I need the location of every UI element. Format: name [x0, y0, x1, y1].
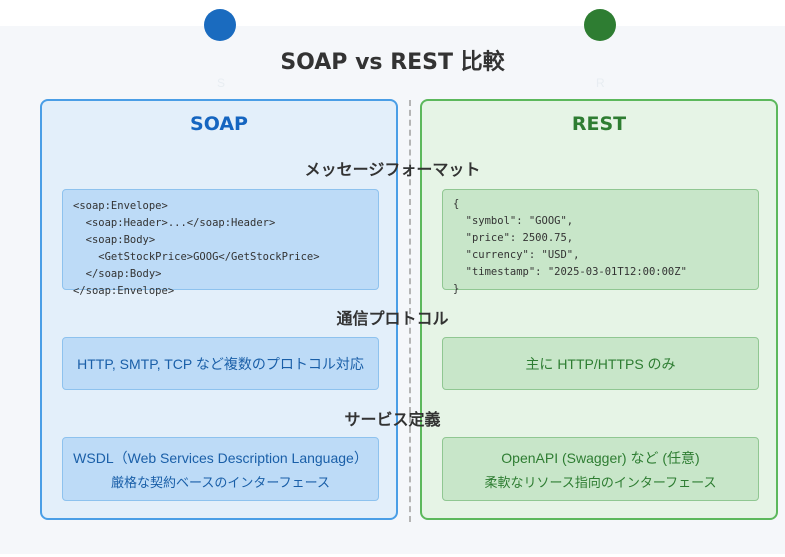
soap-circle-icon: [204, 9, 236, 41]
soap-service-main-text: WSDL（Web Services Description Language）: [73, 449, 368, 466]
soap-message-format-box: <soap:Envelope> <soap:Header>...</soap:H…: [62, 189, 379, 297]
soap-service-sub-text: 厳格な契約ベースのインターフェース: [111, 474, 330, 490]
soap-faint-letter: S: [217, 76, 226, 90]
rest-protocol-text: 主に HTTP/HTTPS のみ: [525, 355, 676, 372]
soap-protocol-text: HTTP, SMTP, TCP など複数のプロトコル対応: [77, 355, 364, 372]
section-label-service-definition: サービス定義: [344, 410, 441, 429]
section-label-message-format: メッセージフォーマット: [304, 160, 481, 179]
rest-message-format-box: { "symbol": "GOOG", "price": 2500.75, "c…: [442, 189, 759, 295]
rest-circle-icon: [584, 9, 616, 41]
rest-service-definition-box: OpenAPI (Swagger) など (任意) 柔軟なリソース指向のインター…: [442, 437, 759, 501]
soap-service-definition-box: WSDL（Web Services Description Language） …: [62, 437, 379, 501]
rest-json-code: { "symbol": "GOOG", "price": 2500.75, "c…: [453, 198, 687, 295]
rest-service-sub-text: 柔軟なリソース指向のインターフェース: [484, 474, 717, 490]
soap-protocol-box: HTTP, SMTP, TCP など複数のプロトコル対応: [62, 337, 379, 390]
soap-xml-code: <soap:Envelope> <soap:Header>...</soap:H…: [73, 200, 320, 297]
rest-protocol-box: 主に HTTP/HTTPS のみ: [442, 337, 759, 390]
soap-panel-title: SOAP: [190, 113, 248, 135]
section-label-protocol: 通信プロトコル: [336, 309, 449, 328]
center-divider: [409, 100, 411, 522]
rest-panel-title: REST: [571, 113, 627, 135]
rest-faint-letter: R: [596, 76, 605, 90]
diagram-title: SOAP vs REST 比較: [280, 50, 505, 75]
rest-service-main-text: OpenAPI (Swagger) など (任意): [501, 449, 700, 466]
